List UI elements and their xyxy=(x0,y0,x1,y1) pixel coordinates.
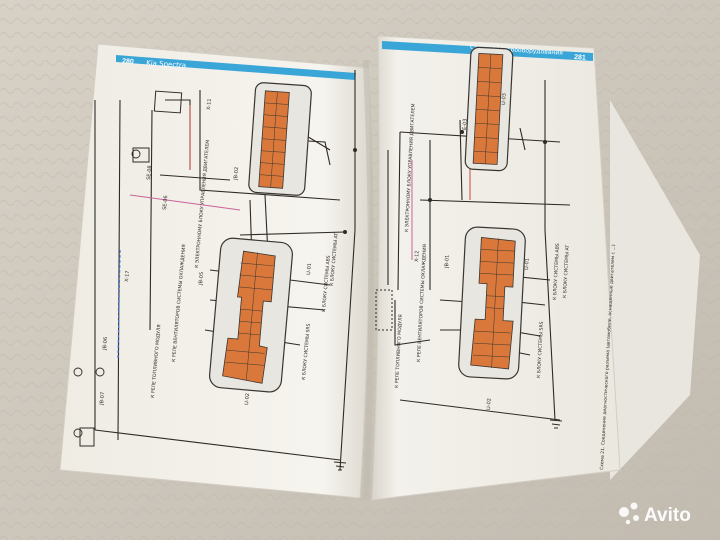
label-jb02: JB-02 xyxy=(233,167,240,182)
right-wire-dash xyxy=(375,289,393,331)
label-se06: SE-06 xyxy=(162,195,169,210)
left-label-srs: К БЛОКУ СИСТЕМЫ SRS xyxy=(301,323,312,380)
left-wire-blue-dash xyxy=(117,249,121,361)
right-wiring-diagram xyxy=(387,80,571,421)
right-label-fuel-relay: К РЕЛЕ ТОПЛИВНОГО МОДУЛЯ xyxy=(394,314,404,388)
label-e03: E-03 xyxy=(462,118,469,130)
avito-logo-icon xyxy=(619,502,639,525)
label-se08: SE-08 xyxy=(146,165,153,180)
left-main-connector xyxy=(222,250,276,384)
left-label-abs: К БЛОКУ СИСТЕМЫ ABS xyxy=(321,255,332,312)
label-jb01: JB-01 xyxy=(444,255,451,269)
label-u03: U-03 xyxy=(501,93,508,105)
label-u01-right: U-01 xyxy=(524,258,531,270)
label-u02-right: U-02 xyxy=(486,398,493,410)
left-ground-icon xyxy=(333,461,347,471)
right-page-number: 281 xyxy=(574,54,586,62)
label-u01-left: U-01 xyxy=(306,263,313,275)
cover-flap xyxy=(610,100,700,480)
left-circle-markers xyxy=(73,149,141,438)
label-x12: X-12 xyxy=(414,250,421,262)
left-page-number: 280 xyxy=(122,58,134,66)
label-x17: X-17 xyxy=(124,270,131,282)
right-label-abs: К БЛОКУ СИСТЕМЫ ABS xyxy=(552,243,561,300)
left-label-at: К БЛОКУ СИСТЕМЫ AT xyxy=(329,233,340,287)
avito-watermark: Avito xyxy=(644,505,691,526)
left-fuse-box xyxy=(79,427,95,447)
label-jb05: JB-05 xyxy=(198,272,205,287)
right-junction-dots xyxy=(343,130,547,234)
left-page-title: Kia Spectra xyxy=(146,59,186,70)
left-module xyxy=(132,147,150,163)
label-x11: X-11 xyxy=(206,98,213,110)
left-header-bar xyxy=(116,55,356,80)
right-label-at: К БЛОКУ СИСТЕМЫ AT xyxy=(562,245,571,299)
right-label-srs: К БЛОКУ СИСТЕМЫ SRS xyxy=(536,321,545,378)
left-relay xyxy=(153,90,183,114)
label-u02-left: U-02 xyxy=(244,393,251,405)
right-main-connector xyxy=(470,236,516,370)
label-jb06: JB-06 xyxy=(102,337,109,352)
right-ground-icon xyxy=(549,419,563,429)
left-wire-pink xyxy=(129,194,241,211)
label-jb07: JB-07 xyxy=(99,392,106,407)
